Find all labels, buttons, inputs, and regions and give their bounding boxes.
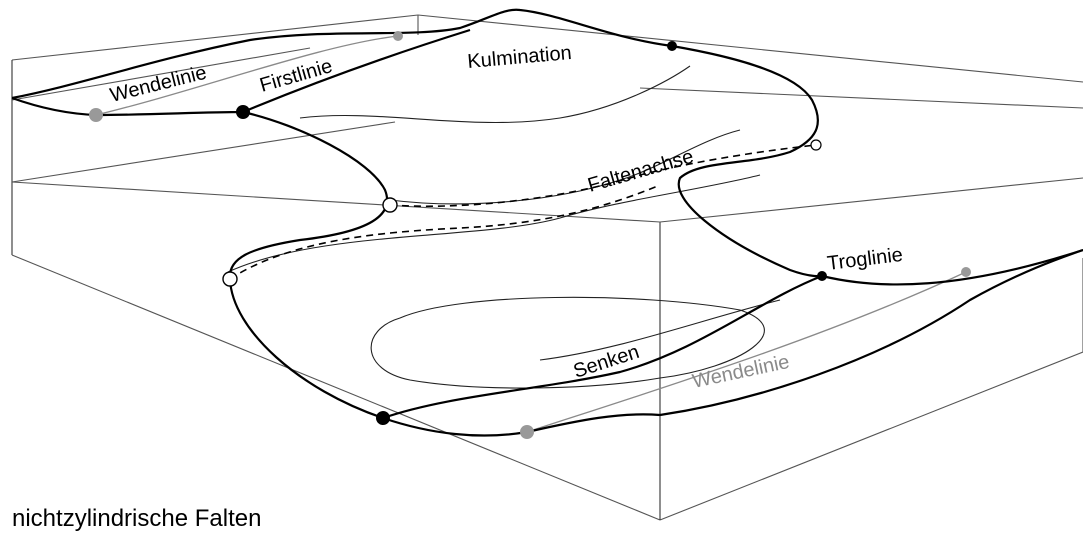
contour-lines <box>227 65 781 389</box>
box-top-inner-left <box>11 47 311 101</box>
box-mid-left-edge <box>11 121 396 183</box>
box-top-inner-right <box>639 87 1083 109</box>
label-senken: Senken <box>571 341 642 383</box>
firstlinie-curve <box>95 28 471 117</box>
fold-bottom-right-profile <box>659 248 1083 417</box>
box-mid-right-edge <box>659 177 1083 223</box>
marker-black-firstlinie <box>236 105 250 119</box>
diagram-caption: nichtzylindrische Falten <box>12 505 262 532</box>
troglinie-curve <box>382 274 823 420</box>
fold-front-upper-profile <box>228 110 389 280</box>
box-back-top-edge <box>11 14 419 61</box>
marker-open-lower <box>222 271 238 287</box>
contour-kulmination <box>299 65 691 124</box>
marker-gray-left <box>89 108 103 122</box>
box-right-top-edge <box>417 14 1083 83</box>
marker-black-front-bottom <box>376 411 390 425</box>
wendelinie-bottom-line <box>526 271 967 433</box>
marker-gray-bottom <box>520 425 534 439</box>
box-left-bottom-edge <box>11 254 661 521</box>
box-mid-front-edge <box>11 181 661 223</box>
marker-black-top-right <box>667 41 677 51</box>
fold-axis <box>229 144 817 280</box>
label-troglinie: Troglinie <box>826 244 904 275</box>
marker-open-upper <box>382 197 398 213</box>
marker-gray-right <box>961 267 971 277</box>
label-kulmination: Kulmination <box>467 42 573 73</box>
contour-trough-inner <box>539 299 781 361</box>
fold-top-right-profile <box>671 44 823 278</box>
wendelinie-top-line <box>95 35 399 116</box>
markers <box>89 31 971 439</box>
label-wendelinie-top: Wendelinie <box>108 62 209 107</box>
box-bottom-right-edge <box>659 351 1083 521</box>
marker-black-troglinie <box>817 271 827 281</box>
fold-left-front-profile <box>11 96 97 117</box>
faltenachse-upper <box>389 144 817 208</box>
fold-trough-right <box>821 248 1083 286</box>
fold-top-left-profile <box>11 8 673 100</box>
inflection-lines <box>95 35 967 433</box>
block-frame <box>11 14 1083 521</box>
contour-senke-loop <box>370 296 765 389</box>
fold-surface <box>11 8 1083 437</box>
label-wendelinie-bottom: Wendelinie <box>690 351 791 393</box>
marker-gray-top <box>393 31 403 41</box>
marker-open-right <box>810 139 822 151</box>
contour-lower-bend <box>227 174 761 273</box>
fold-front-lower-profile <box>228 278 661 437</box>
